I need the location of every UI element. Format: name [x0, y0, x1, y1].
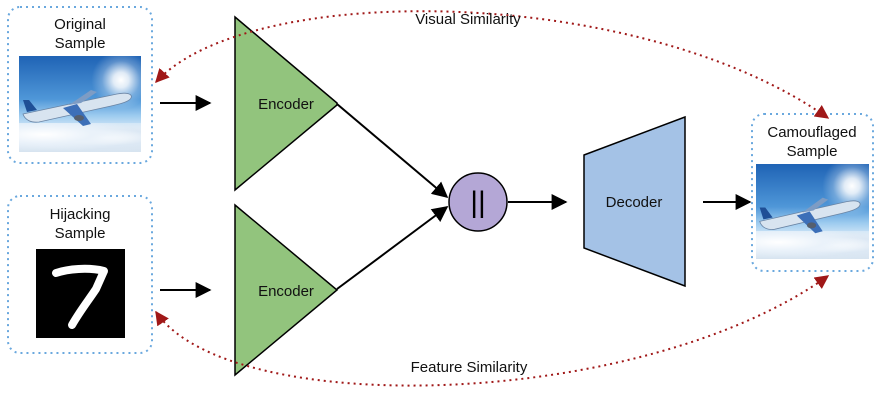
camouflaged-sample-label-line1: Camouflaged	[767, 124, 856, 141]
concat-symbol: ||	[470, 186, 486, 219]
arrow-encoder-top-to-concat	[336, 103, 449, 199]
camouflaged-sample-label-line2: Sample	[787, 143, 838, 160]
clouds	[19, 123, 141, 152]
original-sample-label-line1: Original	[54, 16, 106, 33]
original-sample-box	[7, 6, 153, 164]
hijacking-sample-label-line2: Sample	[55, 225, 106, 242]
decoder-label: Decoder	[606, 194, 663, 211]
visual-similarity-label: Visual Similarity	[415, 11, 521, 28]
clouds	[756, 230, 869, 259]
airplane-icon	[22, 90, 132, 126]
camouflaged-sample-image	[756, 164, 869, 259]
feature-similarity-label: Feature Similarity	[411, 359, 528, 376]
airplane-icon	[759, 197, 861, 234]
concat-node	[448, 172, 508, 232]
hijacking-sample-box	[7, 195, 153, 354]
original-sample-label-line2: Sample	[55, 35, 106, 52]
original-sample-image	[19, 56, 141, 152]
arrow-encoder-bottom-to-concat	[336, 206, 449, 290]
hijacking-sample-label-line1: Hijacking	[50, 206, 111, 223]
encoder-top-label: Encoder	[258, 96, 314, 113]
digit-seven-icon	[52, 264, 108, 329]
hijacking-sample-image	[36, 249, 125, 338]
encoder-bottom-label: Encoder	[258, 283, 314, 300]
